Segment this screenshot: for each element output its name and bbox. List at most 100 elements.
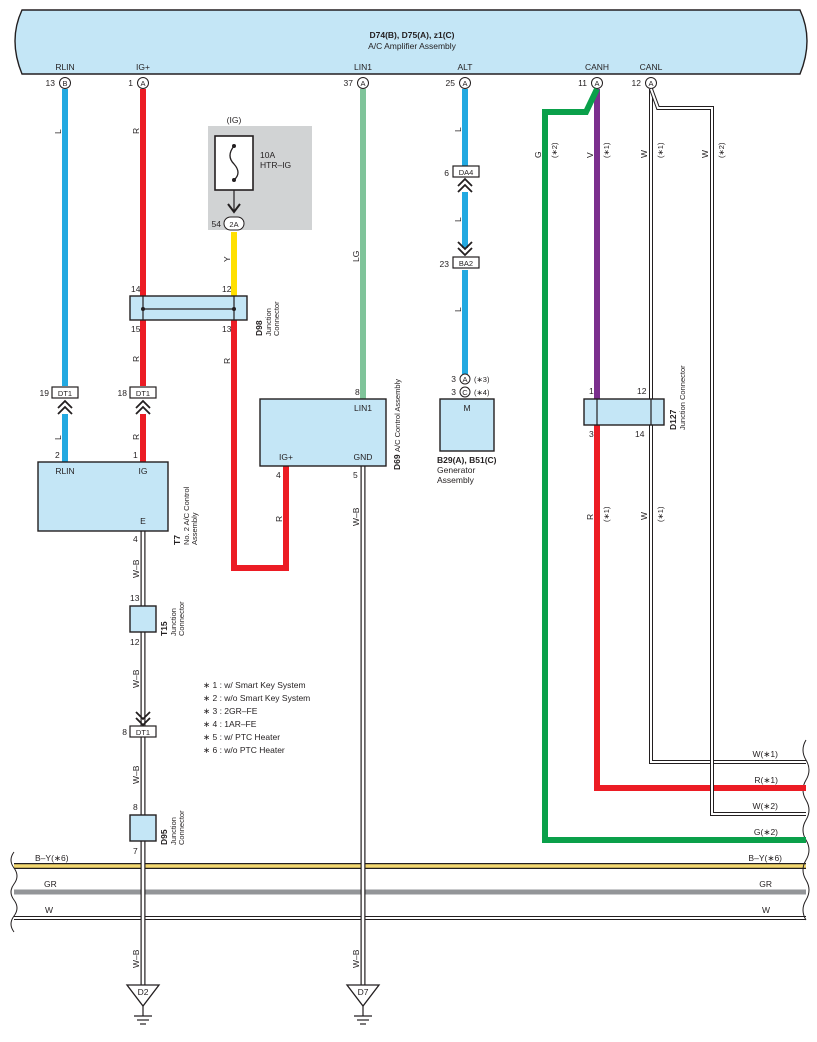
svg-text:13: 13 <box>46 78 56 88</box>
ground-d2: D2 <box>125 984 161 1025</box>
bus-right-break <box>802 739 810 921</box>
t7-code: T7 <box>172 535 182 545</box>
pin-signal-canl: CANL <box>640 62 663 72</box>
exit-label-g2: G(∗2) <box>754 827 778 837</box>
svg-text:(∗4): (∗4) <box>474 388 490 397</box>
d69-name: A/C Control Assembly <box>393 379 402 452</box>
d98-pin-bl: 15 <box>131 324 141 334</box>
da4-connector: 6 DA4 <box>444 165 480 193</box>
svg-text:25: 25 <box>446 78 456 88</box>
amplifier-box <box>14 9 808 75</box>
t15-pin-top: 13 <box>130 593 140 603</box>
pin-lin1: 37 A <box>344 77 369 89</box>
pin-signal-ig: IG+ <box>136 62 150 72</box>
pin-alt: 25 A <box>446 77 471 89</box>
d69-pin-gnd: 5 <box>353 470 358 480</box>
d69-box <box>259 398 387 467</box>
d95-connector <box>129 814 157 842</box>
d127-name: Junction Connector <box>678 365 687 430</box>
svg-text:LG: LG <box>351 251 361 262</box>
pin-signal-lin1: LIN1 <box>354 62 372 72</box>
svg-text:D2: D2 <box>138 987 149 997</box>
svg-text:(∗1): (∗1) <box>602 142 611 158</box>
t7-pin-rlin: 2 <box>55 450 60 460</box>
exit-label-w1: W(∗1) <box>752 749 778 759</box>
svg-text:Connector: Connector <box>272 301 281 336</box>
t7-label-ig: IG <box>139 466 148 476</box>
generator-name: Generator <box>437 465 475 475</box>
d127-connector <box>583 398 665 426</box>
fuse-name: HTR–IG <box>260 160 291 170</box>
t7-box <box>37 461 169 532</box>
fuse-tag: 2A <box>229 220 238 229</box>
t15-pin-bottom: 12 <box>130 637 140 647</box>
note-2: ∗ 2 : w/o Smart Key System <box>203 693 310 703</box>
generator-pins: 3 A (∗3) 3 C (∗4) <box>451 373 490 398</box>
d69-label-gnd: GND <box>354 452 373 462</box>
ba2-connector: 23 BA2 <box>440 241 480 269</box>
svg-text:L: L <box>453 127 463 132</box>
svg-text:W: W <box>700 150 710 158</box>
bus-label-right-by: B–Y(∗6) <box>748 853 782 863</box>
svg-text:(∗2): (∗2) <box>550 142 559 158</box>
svg-text:R: R <box>274 516 284 522</box>
generator-code: B29(A), B51(C) <box>437 455 497 465</box>
bus-label-left-w: W <box>45 905 53 915</box>
svg-text:A: A <box>140 79 145 88</box>
svg-text:B: B <box>62 79 67 88</box>
fuse-icon <box>229 145 239 181</box>
amplifier-title: D74(B), D75(A), z1(C) <box>369 30 454 40</box>
svg-text:A: A <box>462 79 467 88</box>
d69-code: D69 <box>392 454 402 470</box>
dt1-ig-connector: 18 DT1 <box>118 386 157 415</box>
amplifier-subtitle: A/C Amplifier Assembly <box>368 41 457 51</box>
exit-label-w2: W(∗2) <box>752 801 778 811</box>
svg-text:L: L <box>53 435 63 440</box>
d127-code: D127 <box>668 409 678 430</box>
footnotes: ∗ 1 : w/ Smart Key System ∗ 2 : w/o Smar… <box>203 680 310 755</box>
pin-canh: 11 A <box>578 77 603 89</box>
svg-text:6: 6 <box>444 168 449 178</box>
d127-pin-tr: 12 <box>637 386 647 396</box>
pin-signal-canh: CANH <box>585 62 609 72</box>
svg-text:3: 3 <box>451 387 456 397</box>
wire-canl-w2 <box>649 88 806 816</box>
generator-label-m: M <box>463 403 470 413</box>
d98-pin-tr: 12 <box>222 284 232 294</box>
d69-pin-ig: 4 <box>276 470 281 480</box>
fuse-pin: 54 <box>212 219 222 229</box>
svg-text:D7: D7 <box>358 987 369 997</box>
t7-pin-ig: 1 <box>133 450 138 460</box>
d98-name: Junction <box>264 308 273 336</box>
pin-canl: 12 A <box>632 77 657 89</box>
svg-text:37: 37 <box>344 78 354 88</box>
bus-label-right-gr: GR <box>759 879 772 889</box>
t7-label-e: E <box>140 516 146 526</box>
d69-label-lin1: LIN1 <box>354 403 372 413</box>
svg-text:3: 3 <box>451 374 456 384</box>
svg-text:W–B: W–B <box>131 669 141 688</box>
note-3: ∗ 3 : 2GR–FE <box>203 706 258 716</box>
svg-text:R: R <box>585 514 595 520</box>
d98-connector <box>129 295 248 321</box>
svg-text:W–B: W–B <box>351 949 361 968</box>
t7-pin-e: 4 <box>133 534 138 544</box>
t7-label-rlin: RLIN <box>55 466 74 476</box>
svg-text:A: A <box>360 79 365 88</box>
t7-name: No. 2 A/C Control <box>182 486 191 545</box>
t15-name: Junction <box>169 608 178 636</box>
svg-text:(∗1): (∗1) <box>656 506 665 522</box>
svg-text:12: 12 <box>632 78 642 88</box>
svg-text:BA2: BA2 <box>459 259 473 268</box>
svg-text:W: W <box>639 512 649 520</box>
svg-text:Assembly: Assembly <box>190 512 199 545</box>
svg-text:1: 1 <box>128 78 133 88</box>
svg-text:18: 18 <box>118 388 128 398</box>
svg-text:Assembly: Assembly <box>437 475 475 485</box>
ground-d7: D7 <box>345 984 381 1025</box>
svg-text:A: A <box>594 79 599 88</box>
bus-lines: B–Y(∗6) B–Y(∗6) GR GR W W <box>10 739 810 933</box>
d95-pin-top: 8 <box>133 802 138 812</box>
svg-text:A: A <box>648 79 653 88</box>
d69-label-ig: IG+ <box>279 452 293 462</box>
